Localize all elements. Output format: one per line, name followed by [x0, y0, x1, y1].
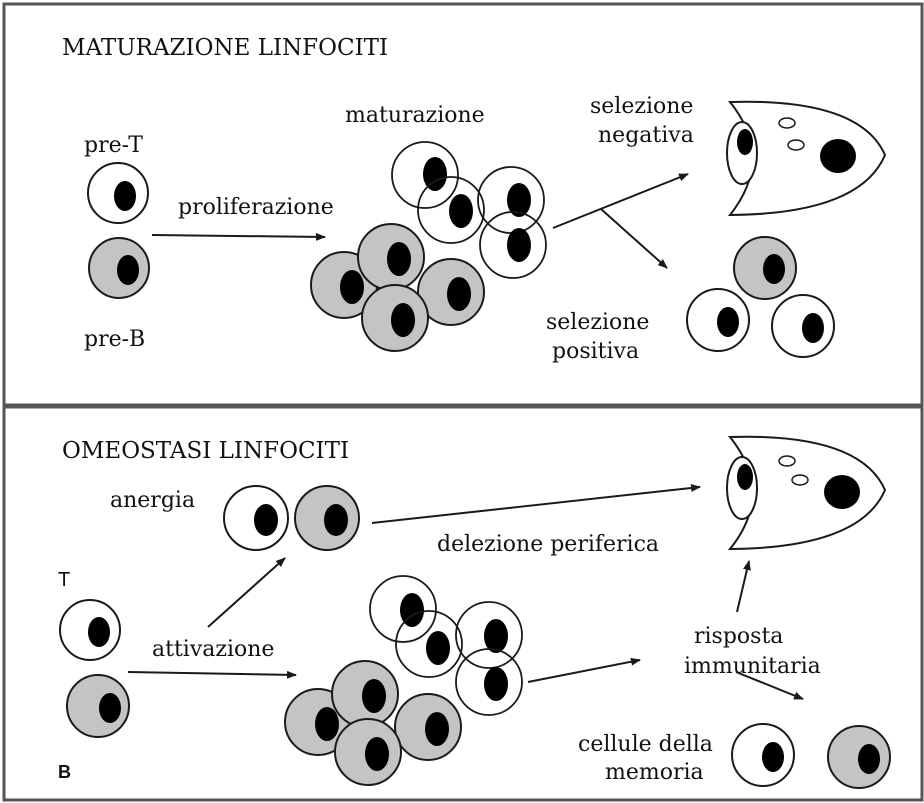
label-risposta-line1: risposta: [694, 624, 783, 649]
arrow-attivazione: [128, 672, 296, 675]
pre-t-cell: [88, 163, 148, 223]
arrow-selezione-positiva: [601, 209, 667, 268]
label-selezione-positiva-line2: positiva: [552, 339, 639, 364]
arrow-to-risposta: [528, 660, 640, 682]
arrow-proliferazione: [152, 235, 325, 237]
label-selezione-negativa-line2: negativa: [598, 123, 694, 148]
top-panel-title: MATURAZIONE LINFOCITI: [62, 35, 388, 61]
label-selezione-positiva-line1: selezione: [546, 310, 649, 335]
label-selezione-negativa-line1: selezione: [590, 94, 693, 119]
label-risposta-line2: immunitaria: [684, 654, 821, 679]
macrophage-bottom: [727, 437, 885, 549]
label-b: B: [58, 762, 71, 782]
arrow-delezione-periferica: [372, 487, 700, 523]
arrow-selezione-negativa: [553, 174, 688, 228]
surviving-cells: [687, 237, 834, 357]
memory-cells: [732, 724, 890, 788]
label-memoria-line1: cellule della: [578, 732, 713, 757]
label-proliferazione: proliferazione: [178, 195, 334, 220]
arrow-risposta-up: [737, 561, 749, 612]
label-maturazione: maturazione: [345, 103, 485, 128]
anergic-cells: [224, 486, 359, 550]
macrophage-top: [727, 102, 885, 215]
label-pre-t: pre-T: [84, 133, 143, 158]
label-attivazione: attivazione: [152, 637, 274, 662]
label-t: T: [58, 569, 70, 591]
t-cell: [60, 600, 120, 660]
activated-b-cluster: [285, 661, 461, 785]
b-cell: [67, 675, 129, 737]
pre-b-cell: [89, 238, 149, 298]
label-delezione-periferica: delezione periferica: [437, 532, 659, 557]
arrow-to-anergia: [208, 558, 285, 627]
label-anergia: anergia: [110, 488, 195, 513]
label-pre-b: pre-B: [84, 327, 145, 352]
label-memoria-line2: memoria: [605, 760, 704, 785]
bottom-panel-title: OMEOSTASI LINFOCITI: [62, 438, 349, 464]
